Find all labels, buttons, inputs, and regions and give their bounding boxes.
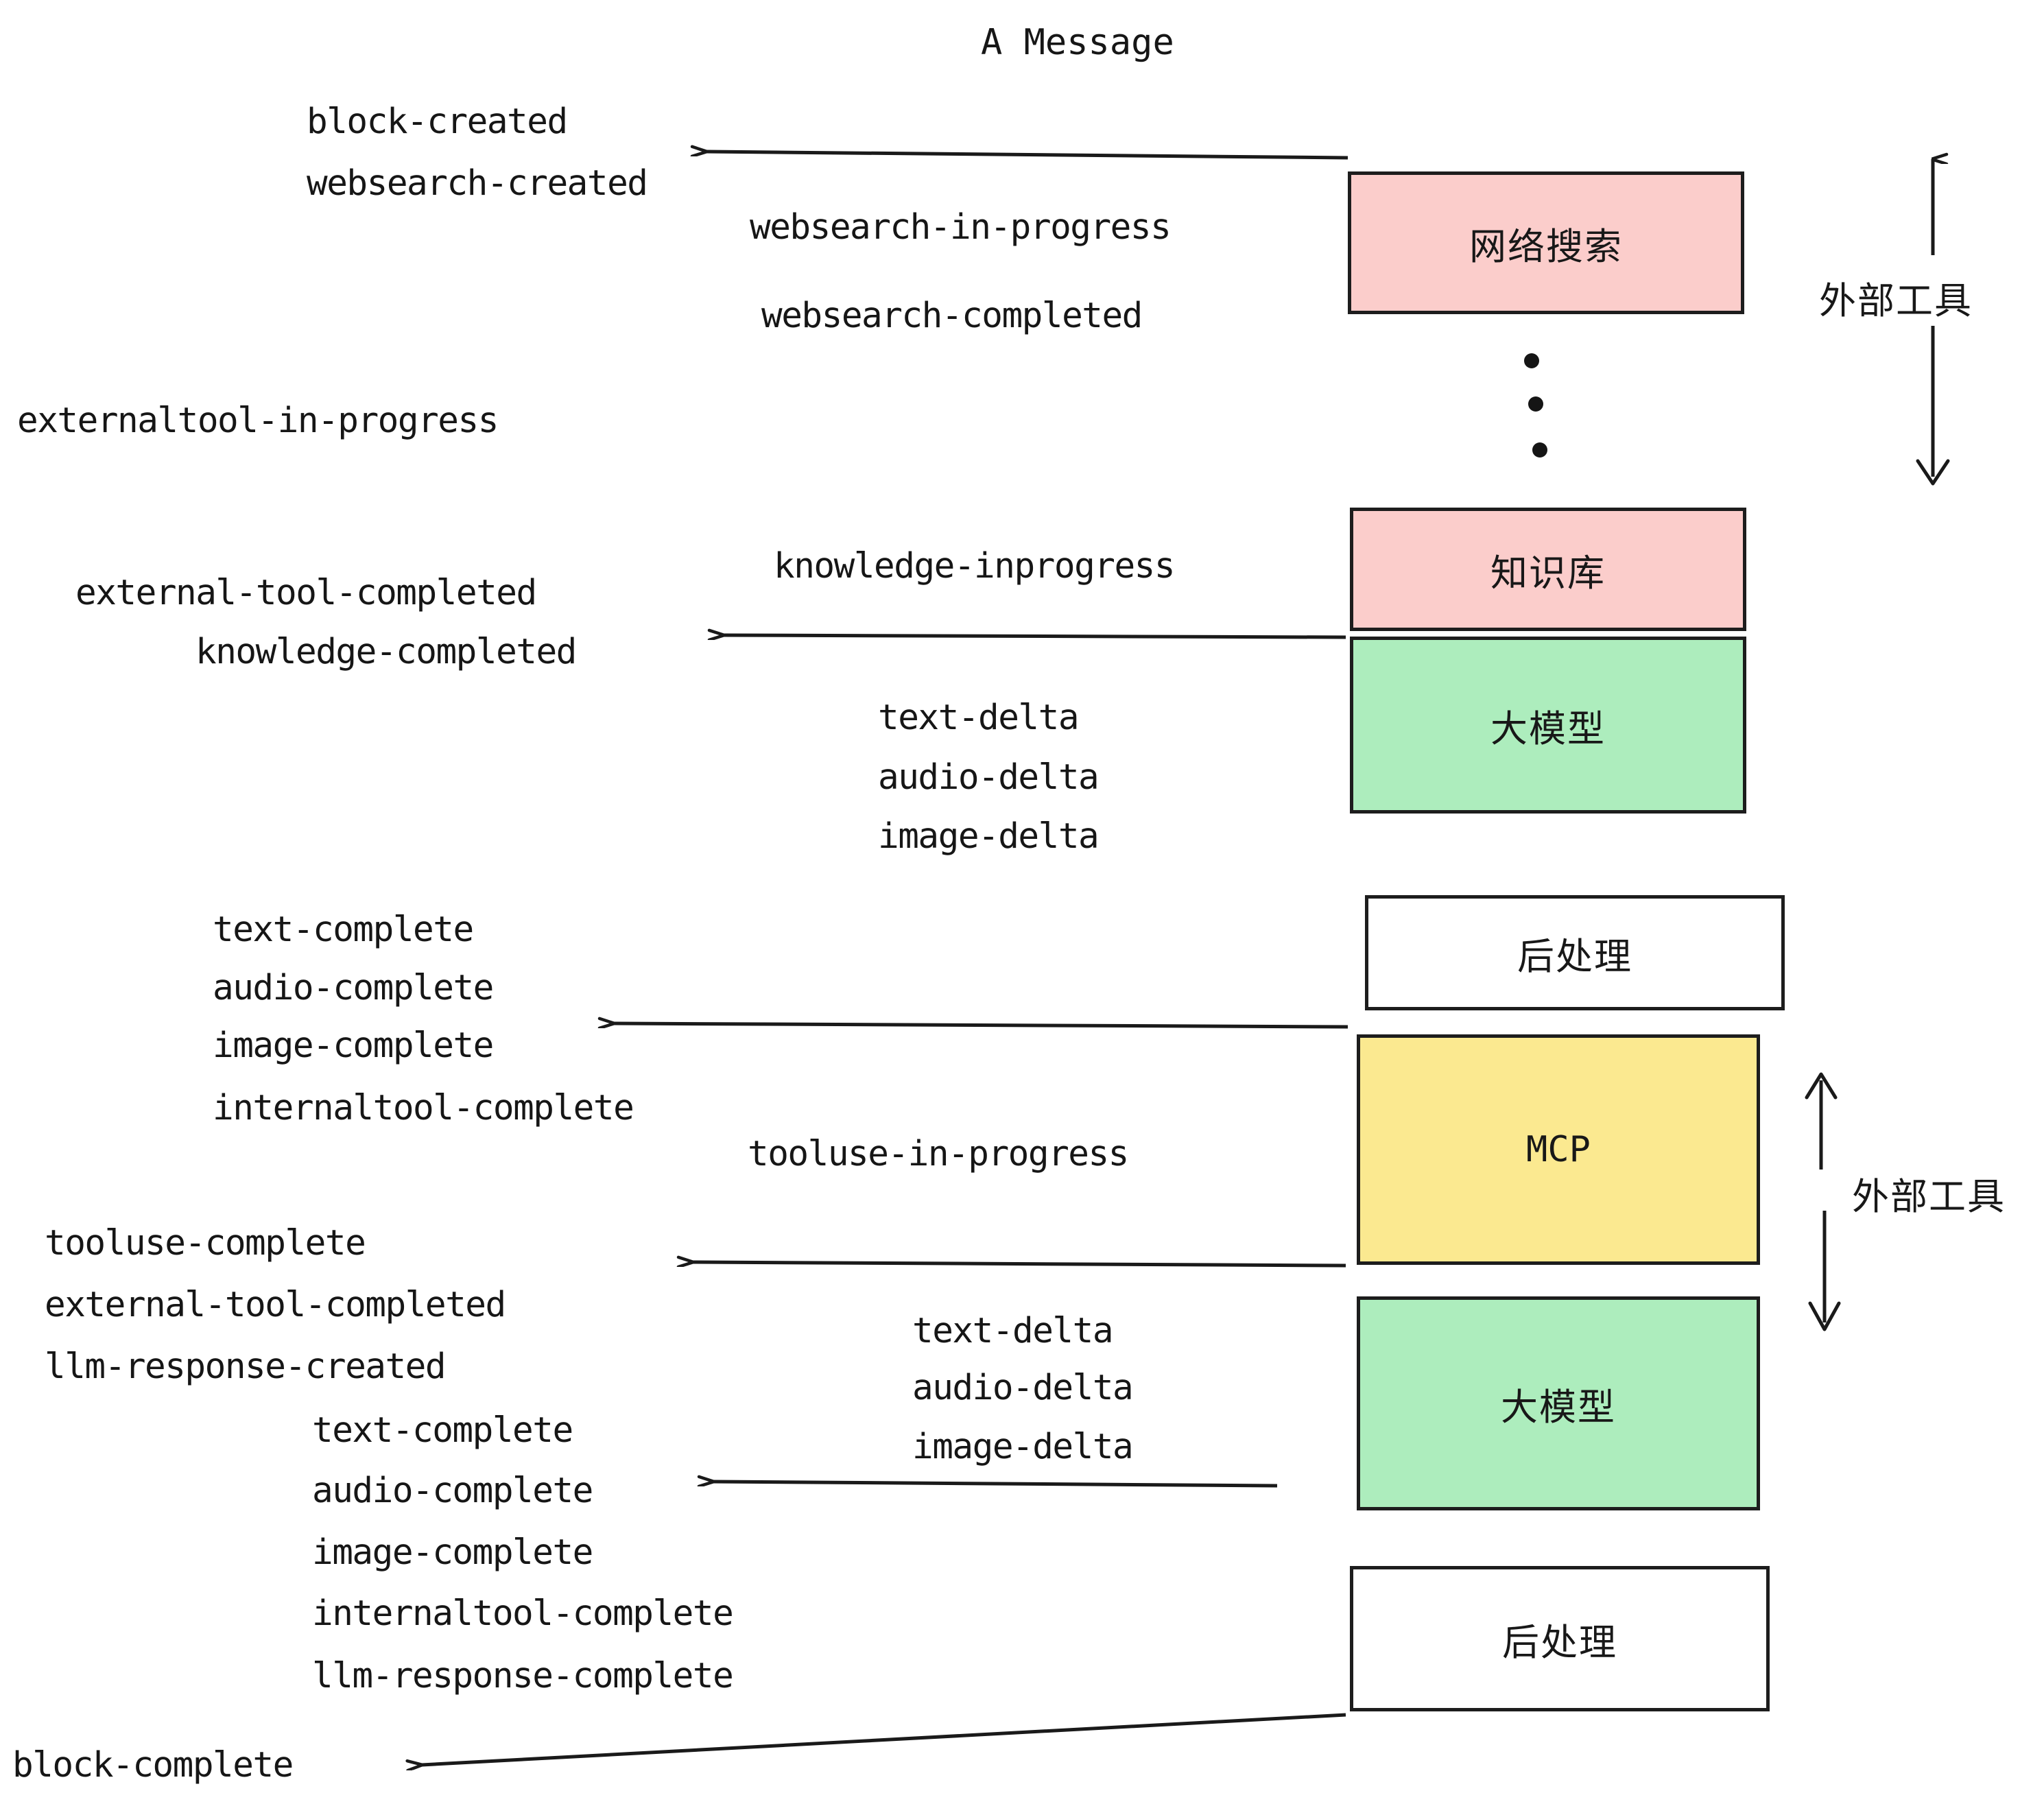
event-tooluse-in-progress: tooluse-in-progress <box>748 1134 1129 1174</box>
arrow-knowledge-to-completed <box>724 635 1346 637</box>
event-llm-response-created: llm-response-created <box>45 1346 447 1387</box>
ellipsis-dot-1 <box>1524 353 1539 368</box>
event-audio-complete-2: audio-complete <box>312 1471 593 1511</box>
node-llm-2[interactable]: 大模型 <box>1357 1296 1760 1510</box>
node-llm-2-label: 大模型 <box>1501 1385 1616 1429</box>
node-postprocess-1-label: 后处理 <box>1517 934 1632 978</box>
event-knowledge-inprogress: knowledge-inprogress <box>774 546 1176 586</box>
event-text-delta-2: text-delta <box>912 1311 1114 1351</box>
node-mcp-label: MCP <box>1526 1129 1591 1170</box>
event-tooluse-complete: tooluse-complete <box>45 1223 366 1263</box>
event-image-delta-1: image-delta <box>878 816 1100 857</box>
arrow-postprocess2-to-block-complete <box>422 1713 1346 1765</box>
event-websearch-in-progress: websearch-in-progress <box>750 207 1172 248</box>
ellipsis-dot-2 <box>1528 396 1543 412</box>
event-text-delta-1: text-delta <box>878 698 1080 738</box>
page-title: A Message <box>981 22 1174 63</box>
event-internaltool-complete-2: internaltool-complete <box>312 1593 734 1634</box>
node-postprocess-2-label: 后处理 <box>1502 1620 1617 1664</box>
arrowhead-external-tool-bottom-down <box>1808 1301 1841 1331</box>
label-external-tool-bottom: 外部工具 <box>1852 1175 2006 1218</box>
event-knowledge-completed: knowledge-completed <box>195 632 577 672</box>
arrowhead-external-tool-bottom-up <box>1805 1072 1838 1100</box>
event-audio-delta-2: audio-delta <box>912 1368 1134 1408</box>
event-websearch-completed: websearch-completed <box>761 296 1143 336</box>
event-llm-response-complete: llm-response-complete <box>312 1656 734 1696</box>
event-audio-complete-1: audio-complete <box>213 968 494 1008</box>
event-externaltool-in-progress: externaltool-in-progress <box>17 401 499 441</box>
label-external-tool-top: 外部工具 <box>1819 279 1973 322</box>
event-image-complete-1: image-complete <box>213 1025 494 1066</box>
node-knowledge-label: 知识库 <box>1490 551 1606 595</box>
arrow-websearch-to-created <box>706 152 1348 160</box>
node-knowledge[interactable]: 知识库 <box>1350 508 1746 631</box>
arrow-llm2-to-audio-complete <box>713 1482 1278 1488</box>
node-llm-1-label: 大模型 <box>1490 707 1606 750</box>
node-postprocess-1[interactable]: 后处理 <box>1365 895 1785 1010</box>
event-image-delta-2: image-delta <box>912 1427 1134 1467</box>
event-block-created: block-created <box>307 102 568 142</box>
event-text-complete-2: text-complete <box>312 1410 573 1451</box>
event-websearch-created: websearch-created <box>307 163 648 204</box>
node-mcp[interactable]: MCP <box>1357 1034 1760 1265</box>
event-internaltool-complete-1: internaltool-complete <box>213 1088 634 1128</box>
event-external-tool-completed-2: external-tool-completed <box>45 1285 506 1325</box>
event-audio-delta-1: audio-delta <box>878 757 1100 798</box>
node-websearch[interactable]: 网络搜索 <box>1348 171 1744 314</box>
event-image-complete-2: image-complete <box>312 1532 593 1573</box>
arrowhead-external-tool-top-down <box>1916 459 1950 486</box>
node-postprocess-2[interactable]: 后处理 <box>1350 1566 1770 1711</box>
event-block-complete: block-complete <box>12 1745 294 1785</box>
event-text-complete-1: text-complete <box>213 910 474 950</box>
ellipsis-dot-3 <box>1532 442 1547 458</box>
node-websearch-label: 网络搜索 <box>1469 224 1623 268</box>
node-llm-1[interactable]: 大模型 <box>1350 637 1746 814</box>
arrow-llm1-to-image-complete <box>614 1023 1348 1029</box>
arrow-mcp-to-tooluse-complete <box>693 1262 1346 1268</box>
event-external-tool-completed-1: external-tool-completed <box>75 573 537 613</box>
